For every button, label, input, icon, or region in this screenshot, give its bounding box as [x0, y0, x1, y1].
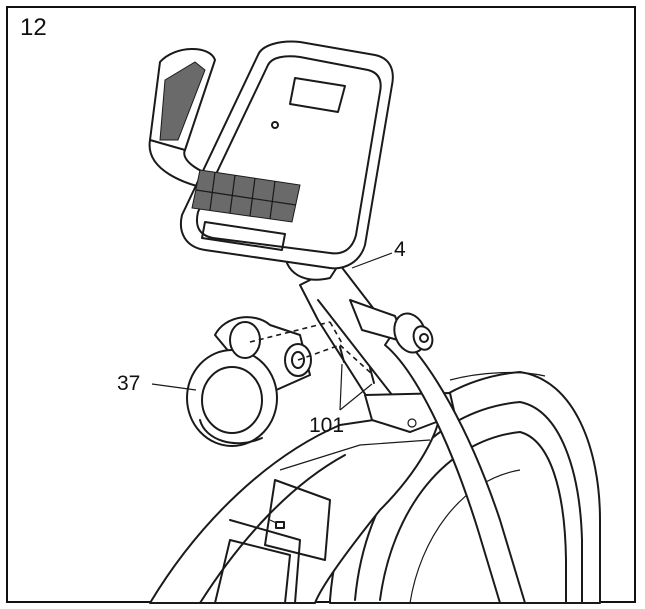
callout-part-37: 37 [117, 372, 141, 395]
callout-part-101: 101 [309, 414, 345, 437]
callout-part-4: 4 [394, 238, 406, 261]
bracket-part-37 [186, 316, 312, 447]
step-number: 12 [20, 14, 47, 41]
diagram-frame [6, 6, 636, 603]
adjustment-knob [349, 299, 434, 354]
bolts-part-101 [249, 321, 375, 384]
leader-lines [151, 252, 393, 411]
console [180, 40, 394, 270]
frame-body [149, 409, 441, 604]
stride-rail [384, 329, 526, 604]
